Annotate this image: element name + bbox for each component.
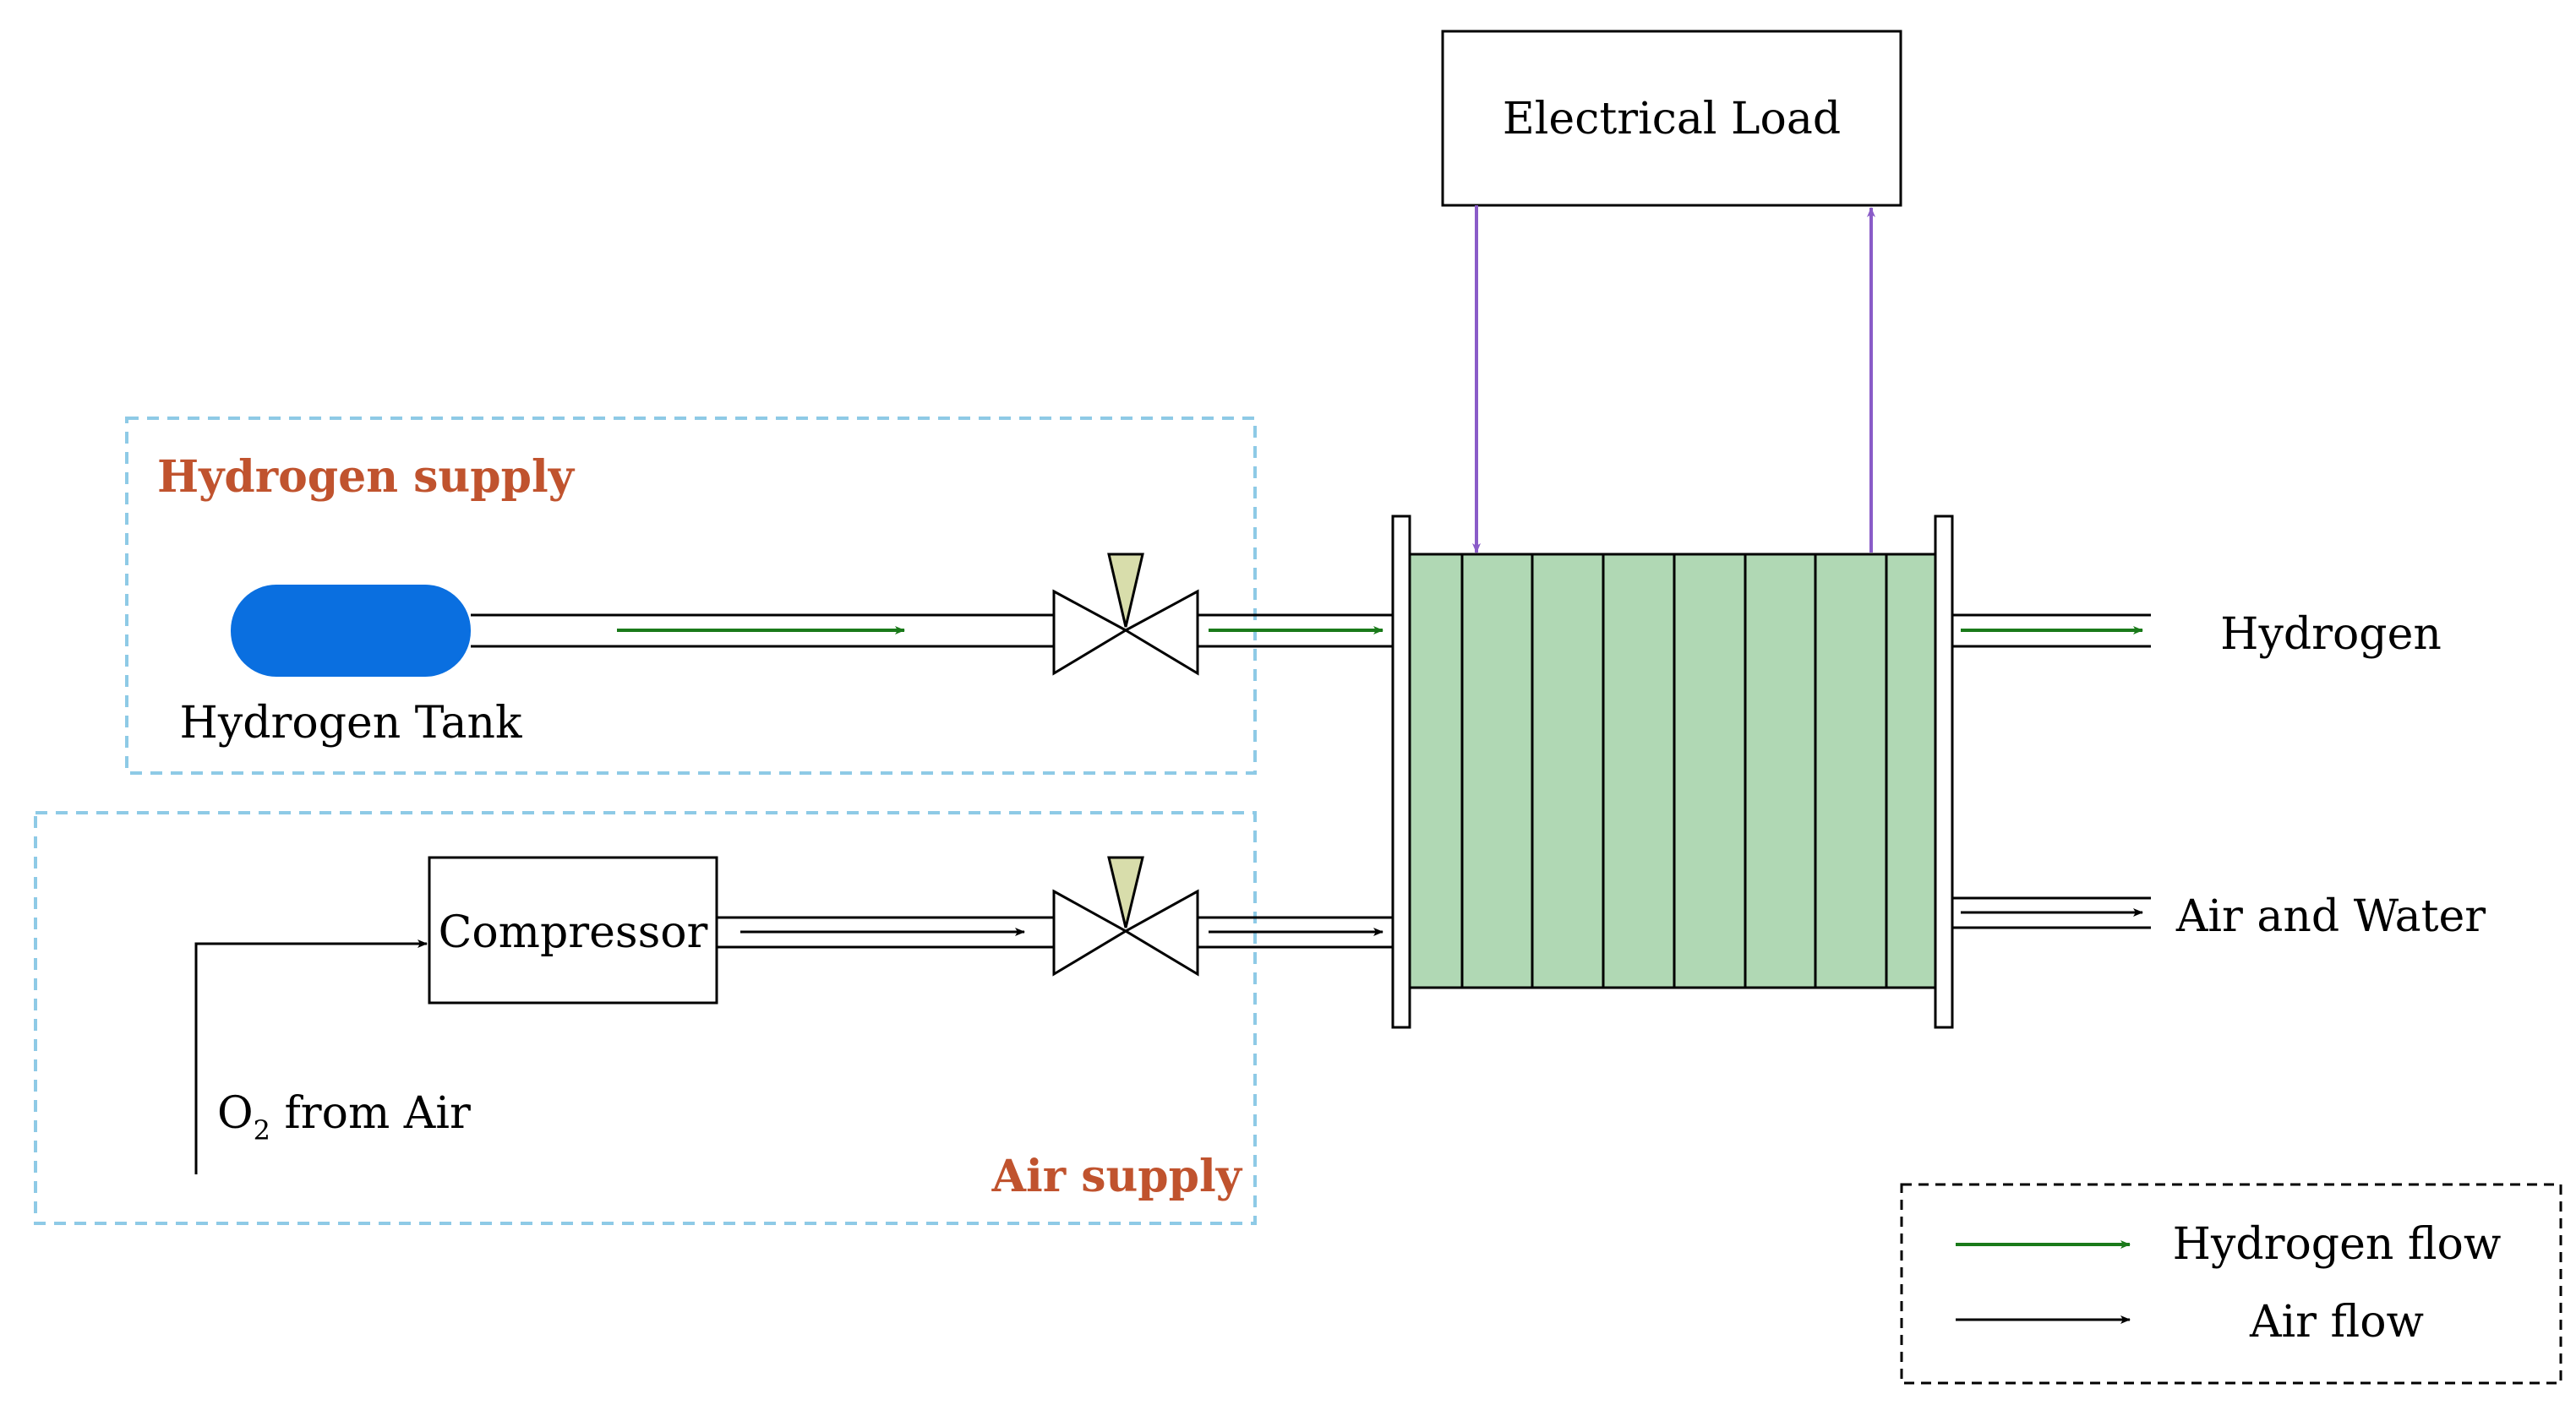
air-water-outlet-pipe (1952, 896, 2151, 929)
legend-hydrogen-flow-label: Hydrogen flow (2173, 1219, 2502, 1270)
air-pipe-2 (1198, 916, 1393, 949)
electrical-load-label: Electrical Load (1503, 94, 1841, 144)
hydrogen-outlet-pipe (1952, 613, 2151, 648)
electrical-load-box (1441, 30, 1902, 207)
air-supply-group (34, 811, 1257, 1225)
air-supply-title: Air supply (991, 1151, 1243, 1202)
air-pipe-1 (717, 916, 1054, 949)
hydrogen-outlet-label: Hydrogen (2220, 609, 2442, 660)
air-water-outlet-label: Air and Water (2175, 891, 2486, 942)
hydrogen-supply-title: Hydrogen supply (157, 451, 576, 503)
hydrogen-tank-label: Hydrogen Tank (180, 698, 522, 749)
hydrogen-tank-icon (231, 585, 471, 677)
valve-icon (1052, 553, 1199, 676)
legend-air-flow-label: Air flow (2249, 1297, 2424, 1348)
hydrogen-supply-group (125, 417, 1257, 775)
valve-icon (1052, 856, 1199, 977)
compressor-label: Compressor (439, 907, 708, 958)
compressor-box (428, 856, 718, 1005)
legend-box (1900, 1183, 2562, 1385)
hydrogen-pipe-1 (471, 613, 1054, 648)
air-inlet-line (194, 939, 428, 1174)
hydrogen-pipe-2 (1198, 613, 1393, 648)
fuel-cell-stack-icon (1391, 515, 1954, 1029)
o2-from-air-label: O2 from Air (217, 1088, 471, 1146)
